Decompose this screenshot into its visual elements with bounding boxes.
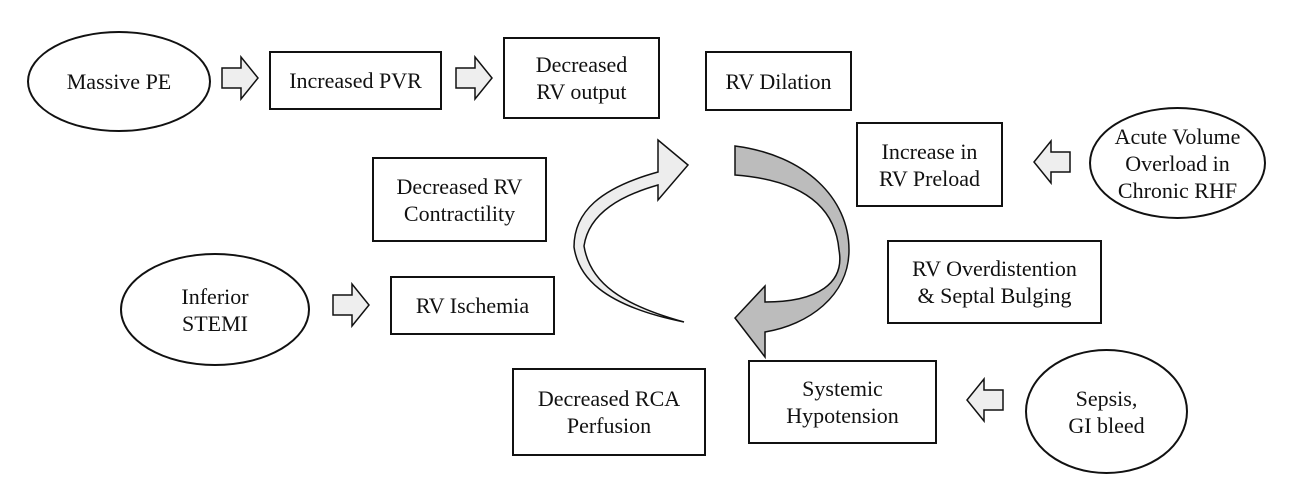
rv-dilation-box: RV Dilation bbox=[705, 51, 852, 111]
arrow-stemi-to-ischemia bbox=[332, 281, 370, 329]
decreased-rv-output-box: Decreased RV output bbox=[503, 37, 660, 119]
massive-pe-node: Massive PE bbox=[27, 31, 211, 132]
decreased-rv-contractility-box: Decreased RV Contractility bbox=[372, 157, 547, 242]
arrow-pe-to-pvr bbox=[221, 54, 259, 102]
decreased-rca-perfusion-box: Decreased RCA Perfusion bbox=[512, 368, 706, 456]
increased-pvr-box: Increased PVR bbox=[269, 51, 442, 110]
sepsis-gi-bleed-node: Sepsis, GI bleed bbox=[1025, 349, 1188, 474]
cycle-arrow-left bbox=[573, 138, 690, 323]
arrow-pvr-to-rv-output bbox=[455, 54, 493, 102]
systemic-hypotension-box: Systemic Hypotension bbox=[748, 360, 937, 444]
inferior-stemi-node: Inferior STEMI bbox=[120, 253, 310, 366]
acute-volume-overload-node: Acute Volume Overload in Chronic RHF bbox=[1089, 107, 1266, 219]
rv-overdistention-box: RV Overdistention & Septal Bulging bbox=[887, 240, 1102, 324]
cycle-arrow-right bbox=[734, 145, 850, 360]
arrow-sepsis-to-hypotension bbox=[966, 376, 1004, 424]
arrow-overload-to-preload bbox=[1033, 138, 1071, 186]
increase-rv-preload-box: Increase in RV Preload bbox=[856, 122, 1003, 207]
rv-ischemia-box: RV Ischemia bbox=[390, 276, 555, 335]
